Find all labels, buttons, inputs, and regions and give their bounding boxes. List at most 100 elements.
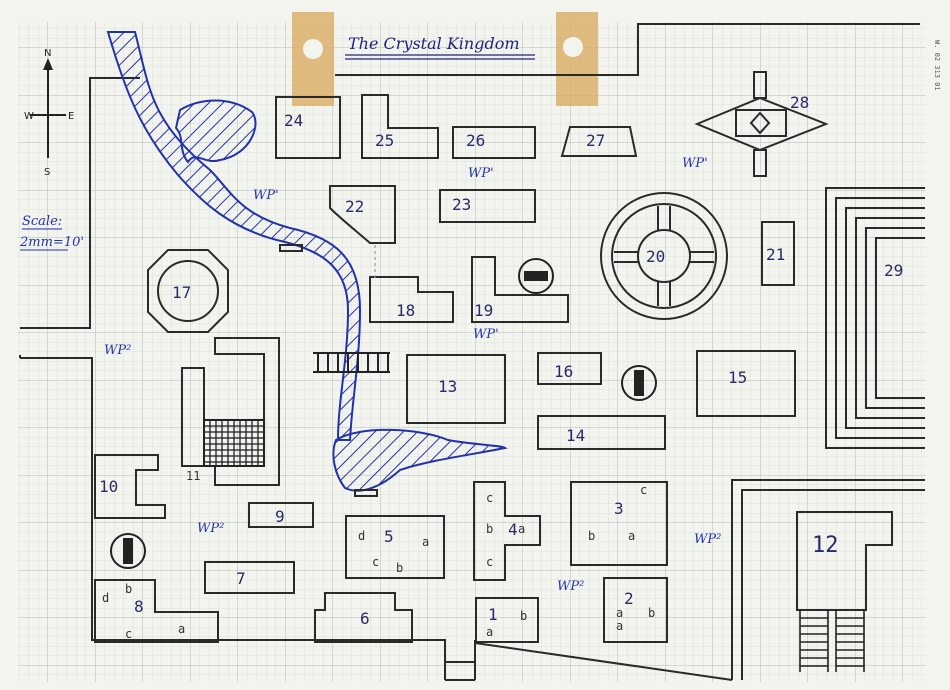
compass-rose: N S W E [24,48,74,178]
room-1a: a [486,625,493,639]
waypoint-8: WP² [694,532,721,547]
building-10[interactable] [94,454,166,519]
room-4b: b [486,522,493,536]
statue-west[interactable] [110,533,146,569]
building-24[interactable] [275,96,341,159]
label-8: 8 [134,597,144,616]
room-2a-top: a [616,606,623,620]
label-5: 5 [384,527,394,546]
building-12[interactable] [796,511,893,611]
scale-value: 2mm=10' [19,235,84,250]
label-27: 27 [586,131,605,150]
building-18[interactable] [369,276,454,323]
building-2[interactable] [603,577,668,643]
label-14: 14 [566,426,585,445]
waypoint-7: WP² [557,579,584,594]
label-18: 18 [396,301,415,320]
room-2b: b [648,606,655,620]
label-6: 6 [360,609,370,628]
building-4[interactable] [473,481,541,581]
label-7: 7 [236,569,246,588]
label-23: 23 [452,195,471,214]
building-19[interactable] [471,256,569,323]
label-11: 11 [186,469,200,483]
compass-w: W [24,111,34,122]
room-4c-top: c [486,491,493,505]
label-1: 1 [488,605,498,624]
label-22: 22 [345,197,364,216]
label-10: 10 [99,477,118,496]
room-5c: c [372,555,379,569]
building-13[interactable] [406,354,506,424]
dock-river-south [354,489,378,497]
label-12: 12 [812,533,839,558]
label-15: 15 [728,368,747,387]
label-4: 4 [508,520,518,539]
room-4c-bottom: c [486,555,493,569]
waypoint-6: WP² [197,521,224,536]
tape-strip-right [556,12,598,106]
building-28[interactable] [694,71,829,177]
label-2: 2 [624,589,634,608]
label-19: 19 [474,301,493,320]
building-14[interactable] [537,415,666,450]
sheet-code: W. 02 313 01 [933,40,941,91]
statue-north[interactable] [518,258,554,294]
label-3: 3 [614,499,624,518]
label-21: 21 [766,245,785,264]
building-27[interactable] [560,126,638,157]
room-8d: d [102,591,109,605]
river [106,31,508,492]
label-17: 17 [172,283,191,302]
room-5a: a [422,535,429,549]
building-21[interactable] [761,221,795,286]
room-3a: a [628,529,635,543]
room-8b: b [125,582,132,596]
label-20: 20 [646,247,665,266]
building-16[interactable] [537,352,602,385]
label-29: 29 [884,261,903,280]
building-8[interactable] [94,579,219,643]
room-3b: b [588,529,595,543]
label-13: 13 [438,377,457,396]
room-4a: a [518,522,525,536]
waypoint-3: WP' [682,156,708,171]
building-22[interactable] [329,185,396,244]
compass-e: E [68,111,74,122]
waypoint-1: WP' [253,188,279,203]
building-26[interactable] [452,126,536,159]
statue-east[interactable] [621,365,657,401]
room-1b: b [520,609,527,623]
label-28: 28 [790,93,809,112]
scale-label: Scale: [22,214,62,229]
building-17[interactable] [147,249,229,333]
building-11-grid [203,419,265,467]
building-20[interactable] [600,192,728,320]
building-29[interactable] [825,187,925,449]
waypoint-2: WP' [468,166,494,181]
building-7[interactable] [204,561,295,594]
building-5[interactable] [345,515,445,579]
room-3c: c [640,483,647,497]
compass-n: N [44,48,51,59]
building-1[interactable] [475,597,539,643]
label-9: 9 [275,507,285,526]
building-15[interactable] [696,350,796,417]
waypoint-5: WP² [104,343,131,358]
room-8c: c [125,627,132,641]
label-26: 26 [466,131,485,150]
room-5b: b [396,561,403,575]
waypoint-4: WP' [473,327,499,342]
compass-s: S [44,167,50,178]
building-9[interactable] [248,502,314,528]
building-23[interactable] [439,189,536,223]
building-3[interactable] [570,481,668,566]
building-12-stairs [799,610,865,672]
room-2a-bottom: a [616,619,623,633]
building-6[interactable] [314,592,413,643]
label-16: 16 [554,362,573,381]
building-25[interactable] [361,94,439,159]
bridge [313,352,390,373]
room-5d: d [358,529,365,543]
